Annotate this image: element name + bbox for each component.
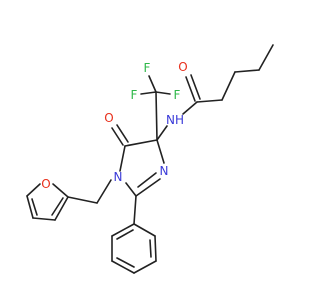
bond-phenyl-4-5-inner xyxy=(116,257,135,268)
bond-co-o-b xyxy=(190,74,201,100)
atom-f-right: F xyxy=(174,88,181,102)
bond-cf3-f1 xyxy=(148,75,157,93)
bond-c5-o-b xyxy=(116,124,129,143)
bond-n1-c5 xyxy=(119,145,126,172)
bond-cf3-f3 xyxy=(155,91,171,95)
bond-furan-c4-c3 xyxy=(32,217,56,221)
bond-layer xyxy=(26,44,274,274)
bond-furan-c3-c2-inner xyxy=(51,197,64,216)
bond-c4-n3 xyxy=(156,139,165,164)
bond-furan-c5-c4-inner xyxy=(31,198,38,216)
bond-phenyl-2-3 xyxy=(154,235,157,262)
bond-furan-c5-c4 xyxy=(26,195,34,219)
atom-o-furan: O xyxy=(41,177,50,191)
bond-chain2-chain3 xyxy=(234,69,260,73)
atom-nh-amide: NH xyxy=(166,113,184,127)
bond-furan-ch2 xyxy=(67,196,98,204)
bond-nh-co xyxy=(182,101,198,115)
atom-f-left: F xyxy=(131,88,138,102)
bond-cf3-f2 xyxy=(140,91,157,95)
bond-c2-phenyl xyxy=(133,195,137,225)
bond-ch2-n1 xyxy=(96,179,112,204)
bond-phenyl-3-4 xyxy=(133,260,157,274)
bond-c5-o-a xyxy=(111,127,124,146)
bond-c5-c4 xyxy=(124,139,158,147)
bond-c4-cf3 xyxy=(155,91,158,141)
bond-co-chain1 xyxy=(196,99,223,103)
bond-phenyl-2-3-inner xyxy=(149,239,152,258)
bond-phenyl-4-5 xyxy=(111,260,135,274)
bond-phenyl-1-2 xyxy=(133,223,156,237)
atom-n-imine: N xyxy=(160,164,169,178)
bond-n3-c2 xyxy=(135,178,161,197)
bond-furan-c2-o xyxy=(52,183,69,198)
bond-co-o-a xyxy=(185,76,196,102)
atom-label-layer: O N O N NH O F F F xyxy=(41,60,187,191)
bond-phenyl-6-1 xyxy=(111,223,135,237)
atom-f-top: F xyxy=(144,61,151,75)
atom-o-amide: O xyxy=(178,60,187,74)
atom-o-ketone: O xyxy=(104,111,113,125)
bond-c2-n1 xyxy=(125,182,137,197)
bond-c4-nh xyxy=(156,125,168,141)
bond-n3-c2-inner xyxy=(137,172,157,188)
atom-n-ring: N xyxy=(114,170,123,184)
bond-chain1-chain2 xyxy=(221,71,236,101)
structure-canvas: O N O N NH O F F F xyxy=(26,44,274,274)
molecule-structure: O N O N NH O F F F xyxy=(26,44,274,274)
bond-chain3-chain4 xyxy=(258,44,274,71)
bond-phenyl-6-1-inner xyxy=(116,229,134,240)
bond-furan-o-c5 xyxy=(26,183,41,197)
bond-furan-c3-c2 xyxy=(54,196,69,221)
